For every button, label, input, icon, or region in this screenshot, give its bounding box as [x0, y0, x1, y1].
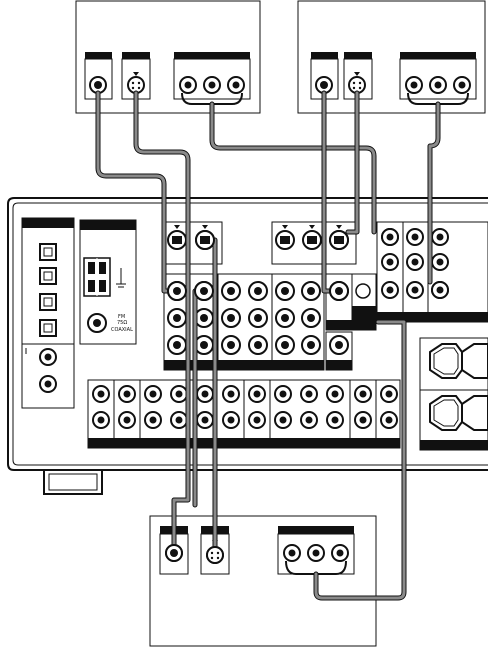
rca-jack	[381, 386, 397, 402]
rca-jack	[330, 336, 348, 354]
speaker-terminal	[462, 344, 488, 378]
receiver-rear-panel: FM 75Ω COAXIAL	[8, 198, 488, 494]
rca-jack	[249, 336, 267, 354]
rca-jack	[407, 282, 423, 298]
coaxial-label: COAXIAL	[111, 327, 133, 333]
power-switch-ring	[356, 284, 370, 298]
rca-jack	[145, 412, 161, 428]
rca-jack	[381, 412, 397, 428]
rca-jack	[249, 309, 267, 327]
rca-jack	[382, 254, 398, 270]
optical-jack-3	[40, 294, 56, 310]
receiver-foot	[44, 470, 102, 494]
speaker-terminal	[430, 396, 462, 430]
coaxial-digital-jack-2	[40, 376, 56, 392]
rca-jack	[222, 309, 240, 327]
rca-jack	[327, 412, 343, 428]
rca-jack	[197, 412, 213, 428]
rca-jack	[275, 386, 291, 402]
rca-jack	[119, 386, 135, 402]
digital-input-block	[22, 218, 74, 408]
rca-jack	[301, 412, 317, 428]
ohm-label: 75Ω	[117, 320, 127, 326]
rca-jack	[327, 386, 343, 402]
rca-jack	[407, 229, 423, 245]
rca-jack	[222, 336, 240, 354]
antenna-block: FM 75Ω COAXIAL	[80, 220, 136, 344]
rca-jack	[432, 229, 448, 245]
bottom-component	[150, 516, 376, 646]
rca-jack	[168, 309, 186, 327]
rca-jack	[407, 254, 423, 270]
rca-jack	[222, 282, 240, 300]
optical-jack-2	[40, 268, 56, 284]
rca-jack	[301, 386, 317, 402]
rca-jack	[171, 412, 187, 428]
rca-jack	[249, 282, 267, 300]
rca-jack	[432, 254, 448, 270]
rca-jack	[223, 386, 239, 402]
rca-jack	[119, 412, 135, 428]
rca-jack	[197, 386, 213, 402]
coaxial-digital-jack-1	[40, 349, 56, 365]
speaker-terminal	[430, 344, 462, 378]
rca-jack	[276, 309, 294, 327]
rca-jack	[93, 412, 109, 428]
rca-jack	[249, 412, 265, 428]
rca-jack	[195, 309, 213, 327]
rca-jack	[275, 412, 291, 428]
rca-jack	[168, 336, 186, 354]
rca-jack	[223, 412, 239, 428]
speaker-terminals	[420, 338, 488, 450]
speaker-terminal	[462, 396, 488, 430]
rca-jack	[302, 282, 320, 300]
rca-jack	[195, 336, 213, 354]
rca-jack	[93, 386, 109, 402]
rca-jack	[276, 282, 294, 300]
rca-jack	[355, 412, 371, 428]
am-antenna-terminal	[84, 258, 110, 296]
top-left-component	[76, 1, 260, 113]
fm-antenna-jack	[88, 314, 106, 332]
rca-jack	[276, 336, 294, 354]
rca-jack	[171, 386, 187, 402]
optical-jack-1	[40, 244, 56, 260]
optical-jack-4	[40, 320, 56, 336]
rca-jack	[145, 386, 161, 402]
rca-jack	[249, 386, 265, 402]
rca-jack	[302, 336, 320, 354]
rca-jack	[382, 282, 398, 298]
audio-jack-row	[88, 380, 400, 448]
rca-jack	[355, 386, 371, 402]
rca-jack	[302, 309, 320, 327]
